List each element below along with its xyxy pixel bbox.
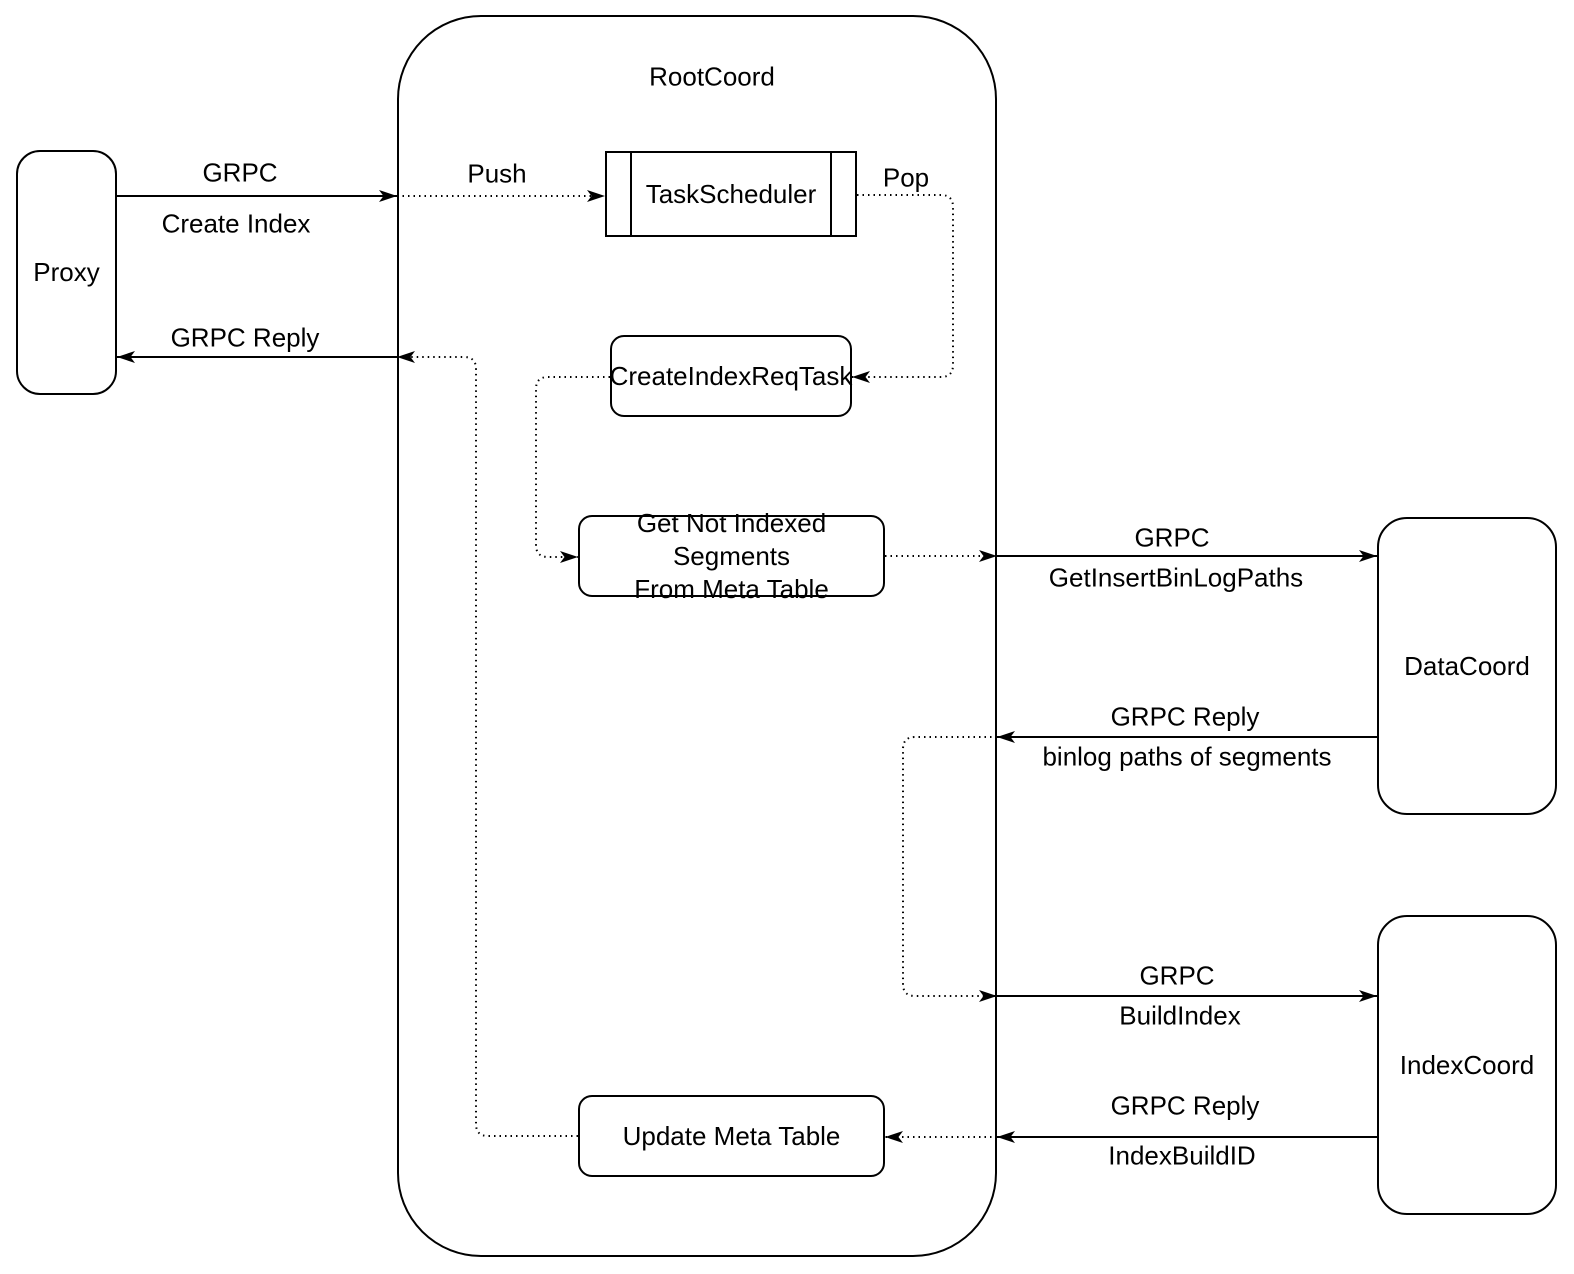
edge-label-grpc-create-method: Create Index — [161, 208, 311, 239]
process-bar-left — [630, 153, 632, 235]
arrow-binlog-loop-to-buildindex — [902, 736, 997, 1002]
node-get-not-indexed-segments: Get Not Indexed Segments From Meta Table — [578, 508, 885, 604]
node-proxy-label: Proxy — [33, 257, 100, 287]
edge-label-push: Push — [467, 158, 527, 189]
edge-label-grpc-reply-proxy: GRPC Reply — [170, 322, 320, 353]
node-createindexreqtask-label: CreateIndexReqTask — [609, 360, 853, 391]
edge-label-indexbuildid-protocol: GRPC Reply — [1110, 1090, 1260, 1121]
edge-label-getinsertbinlog-method: GetInsertBinLogPaths — [1048, 562, 1304, 593]
node-taskscheduler: TaskScheduler — [605, 151, 857, 237]
edge-label-grpc-create-protocol: GRPC — [202, 157, 278, 188]
node-datacoord-label: DataCoord — [1404, 650, 1530, 681]
process-bar-right — [830, 153, 832, 235]
node-update-meta-table-label: Update Meta Table — [622, 1120, 841, 1151]
node-proxy: Proxy — [16, 150, 117, 395]
edge-label-binlog-reply-protocol: GRPC Reply — [1110, 701, 1260, 732]
edge-label-buildindex-method: BuildIndex — [1119, 1000, 1241, 1031]
edge-label-pop: Pop — [882, 162, 930, 193]
arrow-pop-to-createindexreqtask — [852, 194, 954, 383]
edge-label-getinsertbinlog-protocol: GRPC — [1134, 522, 1210, 553]
rootcoord-title: RootCoord — [649, 61, 775, 92]
node-rootcoord — [397, 15, 997, 1257]
edge-label-binlog-reply-method: binlog paths of segments — [1042, 741, 1332, 772]
arrow-updatemeta-to-reply-edge — [397, 351, 578, 1137]
node-createindexreqtask: CreateIndexReqTask — [610, 335, 852, 417]
arrow-reqtask-to-getnotindexed — [535, 376, 610, 563]
node-get-not-indexed-line2: From Meta Table — [634, 573, 829, 604]
node-indexcoord: IndexCoord — [1377, 915, 1557, 1215]
node-update-meta-table: Update Meta Table — [578, 1095, 885, 1177]
edge-label-indexbuildid-method: IndexBuildID — [1108, 1140, 1256, 1171]
node-taskscheduler-label: TaskScheduler — [645, 178, 817, 209]
node-datacoord: DataCoord — [1377, 517, 1557, 815]
node-indexcoord-label: IndexCoord — [1399, 1049, 1535, 1080]
node-get-not-indexed-line1: Get Not Indexed Segments — [636, 507, 827, 571]
edge-label-buildindex-protocol: GRPC — [1139, 960, 1215, 991]
